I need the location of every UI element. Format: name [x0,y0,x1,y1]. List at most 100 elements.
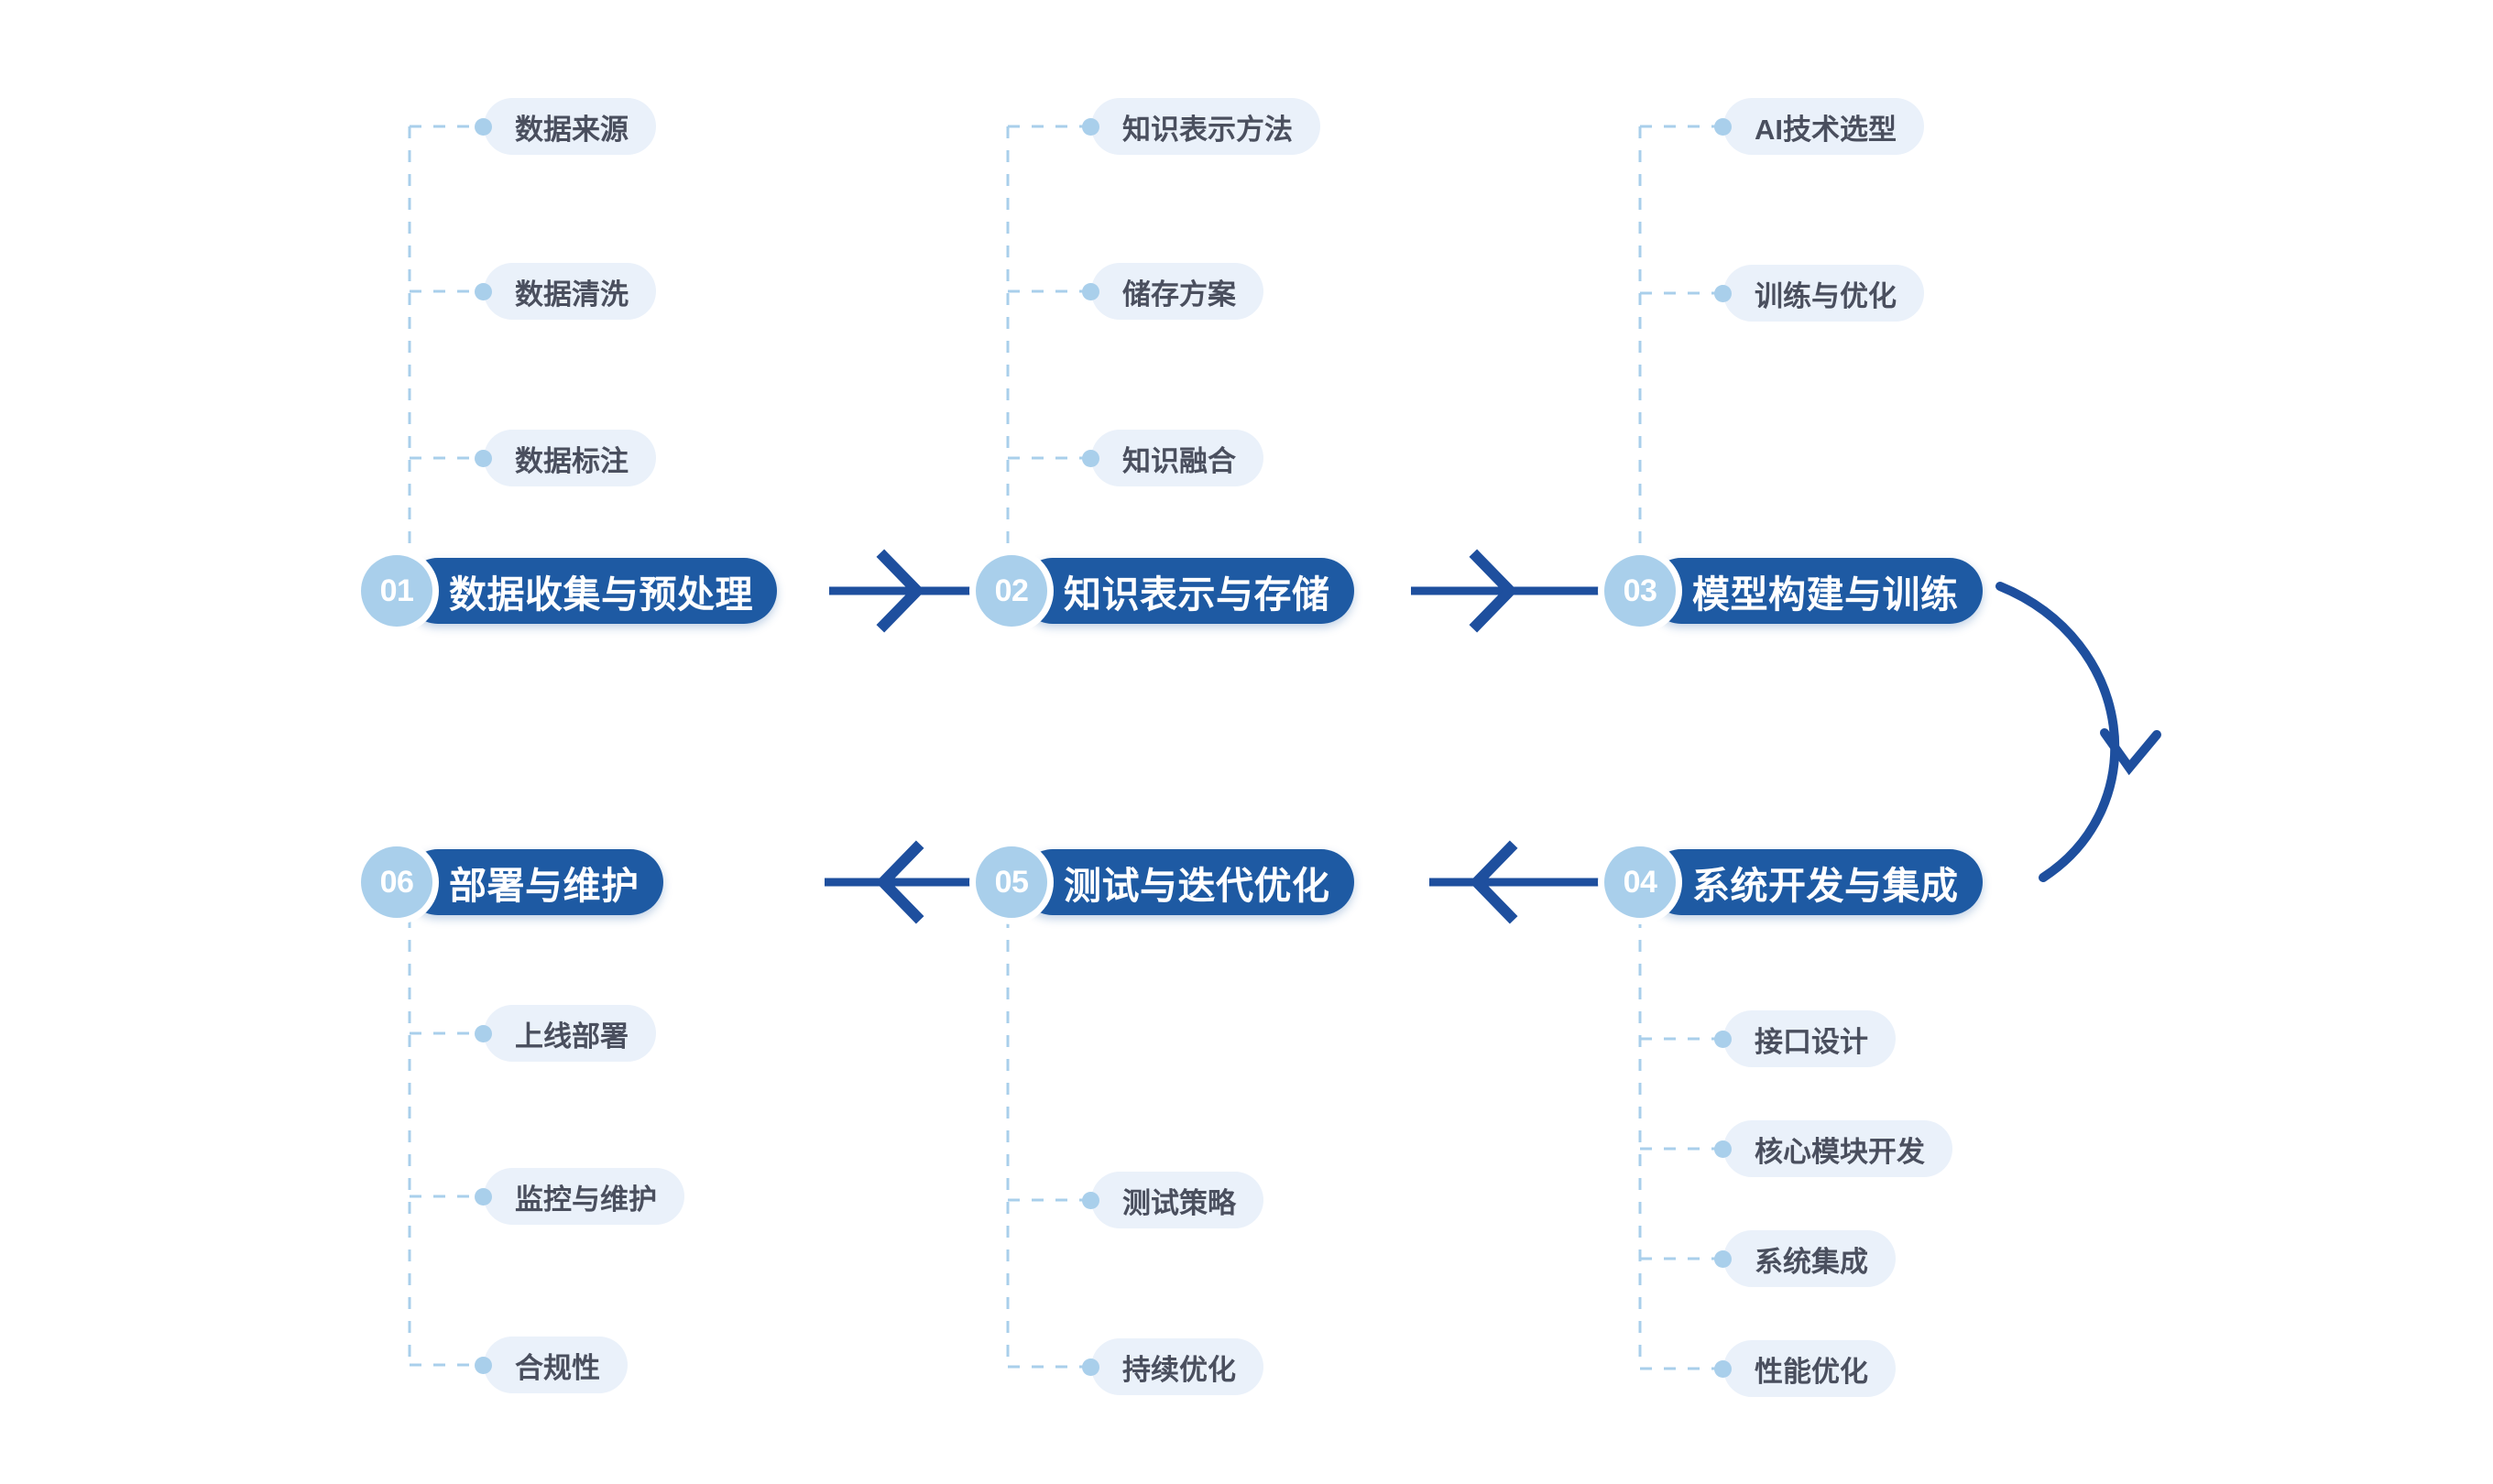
bullet-dot-icon [475,1187,492,1206]
arrow-head-04-05 [1469,840,1518,924]
bullet-dot-icon [1082,117,1099,136]
stage-number-badge: 06 [361,846,432,918]
sub-item-02-3[interactable]: 知识融合 [1082,430,1263,486]
sub-item-04-1[interactable]: 接口设计 [1714,1010,1896,1067]
stage-title: 系统开发与集成 [1692,865,1959,907]
stage-title-pill: 模型构建与训练 [1648,558,1983,624]
sub-item-pill: 合规性 [484,1337,628,1393]
sub-item-label: AI技术选型 [1755,113,1897,146]
stage-node-06[interactable]: 06 部署与维护 [361,846,663,918]
sub-item-label: 测试策略 [1122,1186,1236,1219]
sub-item-pill: 知识融合 [1091,430,1263,486]
sub-item-02-2[interactable]: 储存方案 [1082,263,1263,320]
bullet-dot-icon [1714,1140,1732,1158]
sub-item-label: 核心模块开发 [1755,1135,1925,1168]
stage-title-pill: 数据收集与预处理 [405,558,777,624]
sub-item-06-1[interactable]: 上线部署 [475,1005,656,1062]
sub-item-label: 监控与维护 [515,1183,657,1216]
sub-item-pill: 数据标注 [484,430,656,486]
sub-item-04-3[interactable]: 系统集成 [1714,1230,1896,1287]
bullet-dot-icon [1082,282,1099,300]
stage-number: 05 [994,865,1029,900]
bullet-dot-icon [1082,1191,1099,1209]
arrow-head-02-03 [1469,549,1518,633]
sub-item-label: 数据清洗 [515,278,629,311]
sub-item-01-2[interactable]: 数据清洗 [475,263,656,320]
stage-title: 测试与迭代优化 [1064,865,1330,907]
stage-number-badge: 04 [1604,846,1676,918]
stage-node-02[interactable]: 02 知识表示与存储 [976,555,1354,627]
bullet-dot-icon [1714,1030,1732,1048]
bullet-dot-icon [1714,1359,1732,1378]
bullet-dot-icon [1082,1358,1099,1376]
sub-item-label: 合规性 [515,1351,600,1384]
stage-number: 04 [1623,865,1657,900]
sub-item-01-1[interactable]: 数据来源 [475,98,656,155]
stage-node-04[interactable]: 04 系统开发与集成 [1604,846,1983,918]
sub-item-pill: 监控与维护 [484,1168,684,1225]
stage-number: 02 [994,573,1029,608]
stage-number-badge: 02 [976,555,1047,627]
sub-item-label: 储存方案 [1122,278,1236,311]
stage-number-badge: 01 [361,555,432,627]
stage-number: 03 [1623,573,1657,608]
sub-item-pill: 接口设计 [1723,1010,1896,1067]
bullet-dot-icon [475,282,492,300]
stage-number: 06 [379,865,414,900]
bullet-dot-icon [1714,117,1732,136]
sub-item-pill: 系统集成 [1723,1230,1896,1287]
sub-item-pill: 知识表示方法 [1091,98,1320,155]
sub-item-04-2[interactable]: 核心模块开发 [1714,1120,1952,1177]
sub-item-label: 上线部署 [515,1020,629,1053]
stage-number: 01 [379,573,414,608]
stage-number-badge: 03 [1604,555,1676,627]
bullet-dot-icon [475,1024,492,1042]
sub-item-pill: 核心模块开发 [1723,1120,1952,1177]
sub-item-03-1[interactable]: AI技术选型 [1714,98,1924,155]
sub-item-label: 知识表示方法 [1122,113,1293,146]
sub-item-pill: 性能优化 [1723,1340,1896,1397]
sub-item-01-3[interactable]: 数据标注 [475,430,656,486]
bullet-dot-icon [1082,449,1099,467]
stage-title: 知识表示与存储 [1064,573,1330,616]
bullet-dot-icon [1714,284,1732,302]
arrow-curve-03-04 [1995,582,2120,882]
sub-item-pill: 持续优化 [1091,1338,1263,1395]
sub-item-pill: 训练与优化 [1723,265,1924,322]
sub-item-pill: 储存方案 [1091,263,1263,320]
stage-title-pill: 测试与迭代优化 [1020,849,1354,915]
stage-node-03[interactable]: 03 模型构建与训练 [1604,555,1983,627]
bullet-dot-icon [1714,1249,1732,1268]
sub-item-label: 系统集成 [1755,1245,1868,1278]
sub-item-05-1[interactable]: 测试策略 [1082,1172,1263,1228]
sub-item-02-1[interactable]: 知识表示方法 [1082,98,1320,155]
bullet-dot-icon [475,449,492,467]
arrow-head-01-02 [876,549,925,633]
bullet-dot-icon [475,1356,492,1374]
stage-title: 部署与维护 [449,865,640,907]
sub-item-pill: 数据来源 [484,98,656,155]
stage-title: 数据收集与预处理 [449,573,753,616]
sub-item-pill: 测试策略 [1091,1172,1263,1228]
sub-item-03-2[interactable]: 训练与优化 [1714,265,1924,322]
stage-node-05[interactable]: 05 测试与迭代优化 [976,846,1354,918]
bullet-dot-icon [475,117,492,136]
sub-item-label: 接口设计 [1755,1025,1868,1058]
sub-item-pill: AI技术选型 [1723,98,1924,155]
stage-title-pill: 系统开发与集成 [1648,849,1983,915]
arrow-head-03-04 [2100,728,2161,776]
sub-item-06-3[interactable]: 合规性 [475,1337,628,1393]
sub-item-label: 数据来源 [515,113,629,146]
sub-item-04-4[interactable]: 性能优化 [1714,1340,1896,1397]
stage-title-pill: 知识表示与存储 [1020,558,1354,624]
sub-item-label: 数据标注 [515,444,629,477]
stage-title: 模型构建与训练 [1692,573,1959,616]
sub-item-label: 训练与优化 [1755,279,1897,312]
sub-item-label: 知识融合 [1122,444,1236,477]
sub-item-label: 持续优化 [1122,1353,1236,1386]
stage-node-01[interactable]: 01 数据收集与预处理 [361,555,777,627]
sub-item-05-2[interactable]: 持续优化 [1082,1338,1263,1395]
sub-item-06-2[interactable]: 监控与维护 [475,1168,684,1225]
